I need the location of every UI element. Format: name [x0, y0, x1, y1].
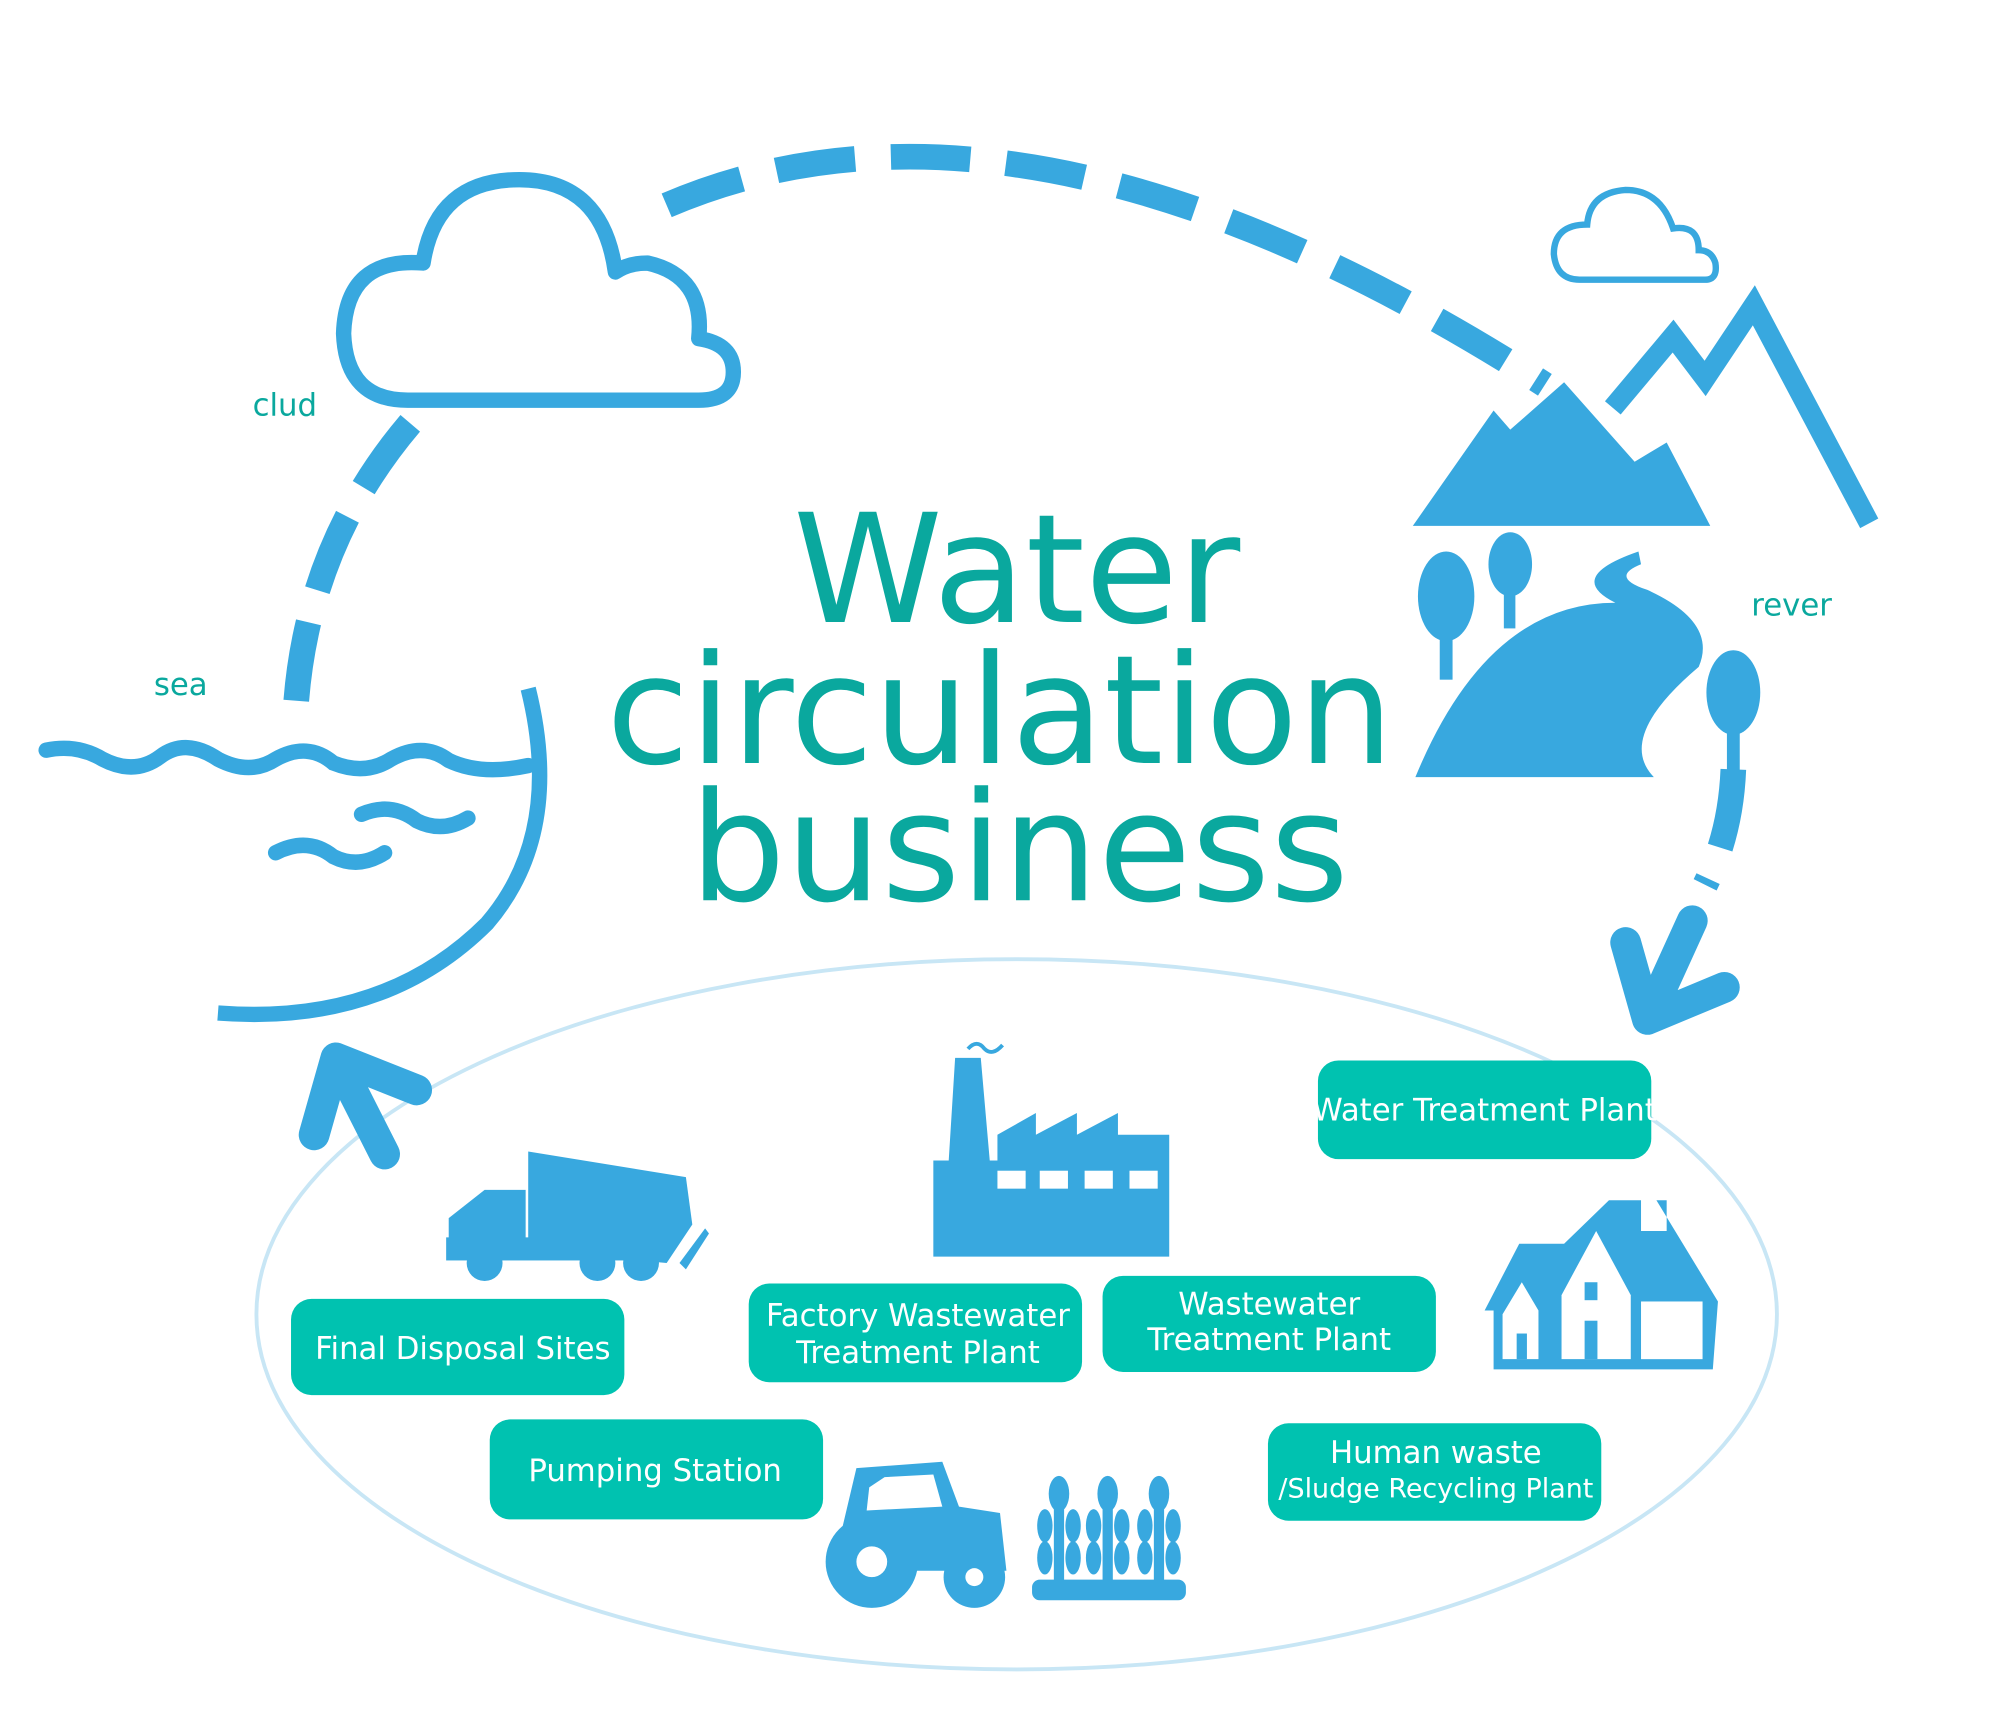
factory-icon [933, 1041, 1170, 1257]
river-label: rever [1751, 588, 1832, 624]
community-ellipse [254, 957, 1779, 1672]
title-line-3: business [690, 760, 1349, 936]
facility-label: Final Disposal Sites [315, 1331, 610, 1367]
small-cloud-icon [1550, 186, 1719, 283]
facility-label: Treatment Plant [1146, 1322, 1391, 1358]
facility-label: Human waste [1330, 1435, 1542, 1471]
sea-label: sea [154, 667, 208, 703]
facility-factory-wastewater-treatment-plant[interactable]: Factory Wastewater Treatment Plant [748, 1283, 1083, 1383]
facility-water-treatment-plant[interactable]: Water Treatment Plant [1312, 1060, 1657, 1160]
mountain-outline-icon [1604, 285, 1879, 529]
facility-label: Water Treatment Plant [1312, 1093, 1656, 1129]
river-icon [1415, 551, 1703, 778]
tree-icons [1417, 532, 1761, 772]
facility-label: Wastewater [1178, 1286, 1360, 1322]
arrow-up-icon [298, 1042, 433, 1170]
tractor-icon [825, 1461, 1007, 1608]
arrow-down-icon [1610, 905, 1740, 1035]
mountain-icon [1412, 382, 1711, 526]
houses-icon [1484, 1200, 1718, 1370]
facility-label: Factory Wastewater [766, 1298, 1070, 1334]
facility-label: /Sludge Recycling Plant [1278, 1474, 1593, 1505]
facility-final-disposal-sites[interactable]: Final Disposal Sites [291, 1298, 625, 1396]
crops-icon [1032, 1475, 1186, 1601]
facility-label: Treatment Plant [795, 1335, 1040, 1371]
wave-small-icon [267, 801, 476, 870]
wave-icon [38, 739, 536, 778]
cycle-dashed-arc-right [1693, 768, 1747, 891]
facility-wastewater-treatment-plant[interactable]: Wastewater Treatment Plant [1102, 1275, 1436, 1372]
cloud-label: clud [253, 388, 317, 424]
facility-human-waste-sludge-recycling-plant[interactable]: Human waste /Sludge Recycling Plant [1267, 1423, 1602, 1521]
cycle-dashed-arc-top [661, 143, 1552, 396]
cloud-icon [335, 171, 742, 408]
title-line-2: circulation [606, 623, 1394, 799]
cycle-dashed-arc-left [282, 414, 421, 726]
sea-bowl [217, 686, 548, 1023]
garbage-truck-icon [446, 1151, 709, 1281]
facility-label: Pumping Station [528, 1453, 782, 1489]
title-line-1: Water [793, 482, 1241, 658]
facility-pumping-station[interactable]: Pumping Station [489, 1419, 824, 1520]
